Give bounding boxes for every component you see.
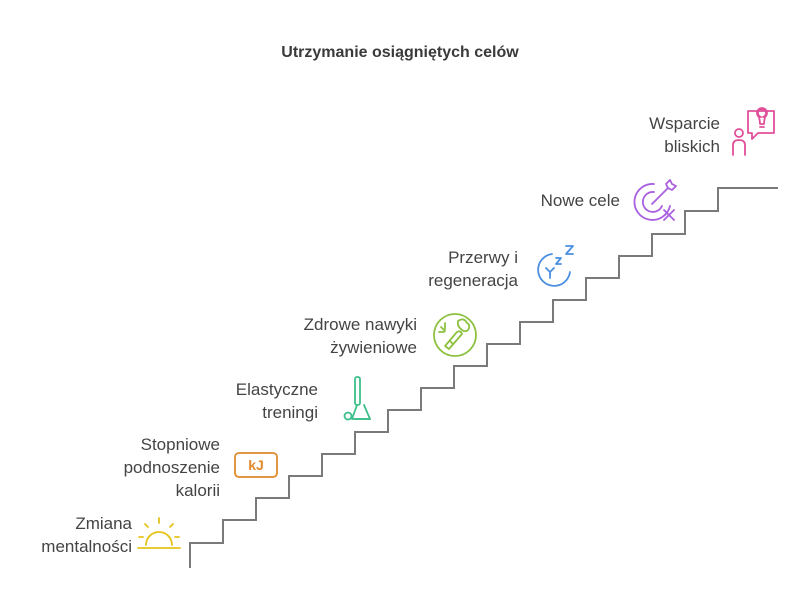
- step-label-calories: Stopniowe podnoszenie kalorii: [124, 433, 220, 502]
- label-line: treningi: [262, 403, 318, 422]
- staircase-line: [189, 187, 778, 568]
- label-line: Zmiana: [75, 514, 132, 533]
- label-line: żywieniowe: [330, 338, 417, 357]
- step-label-goals: Nowe cele: [541, 189, 620, 212]
- sleep-icon: [537, 245, 574, 287]
- step-label-support: Wsparcie bliskich: [649, 112, 720, 158]
- label-line: podnoszenie: [123, 458, 220, 477]
- sunrise-icon: [137, 517, 181, 549]
- label-line: Przerwy i: [448, 248, 518, 267]
- label-line: bliskich: [664, 137, 720, 156]
- label-line: Stopniowe: [140, 435, 220, 454]
- step-label-training: Elastyczne treningi: [236, 378, 318, 424]
- step-label-rest: Przerwy i regeneracja: [428, 246, 518, 292]
- label-line: Elastyczne: [235, 380, 318, 399]
- stretch-band-icon: [343, 376, 371, 421]
- kj-energy-icon: kJ: [234, 452, 278, 478]
- kj-text: kJ: [248, 457, 264, 473]
- label-line: Nowe cele: [540, 191, 620, 210]
- diagram-title: Utrzymanie osiągniętych celów: [281, 44, 519, 61]
- target-icon: [633, 179, 677, 221]
- label-line: mentalności: [41, 537, 132, 556]
- step-label-mindset: Zmiana mentalności: [41, 512, 132, 558]
- label-line: regeneracja: [428, 271, 518, 290]
- support-idea-icon: [732, 107, 775, 156]
- label-line: Zdrowe nawyki: [303, 315, 417, 334]
- label-line: kalorii: [175, 481, 220, 500]
- label-line: Wsparcie: [649, 114, 720, 133]
- step-label-nutrition: Zdrowe nawyki żywieniowe: [304, 313, 417, 359]
- healthy-food-icon: [433, 313, 477, 357]
